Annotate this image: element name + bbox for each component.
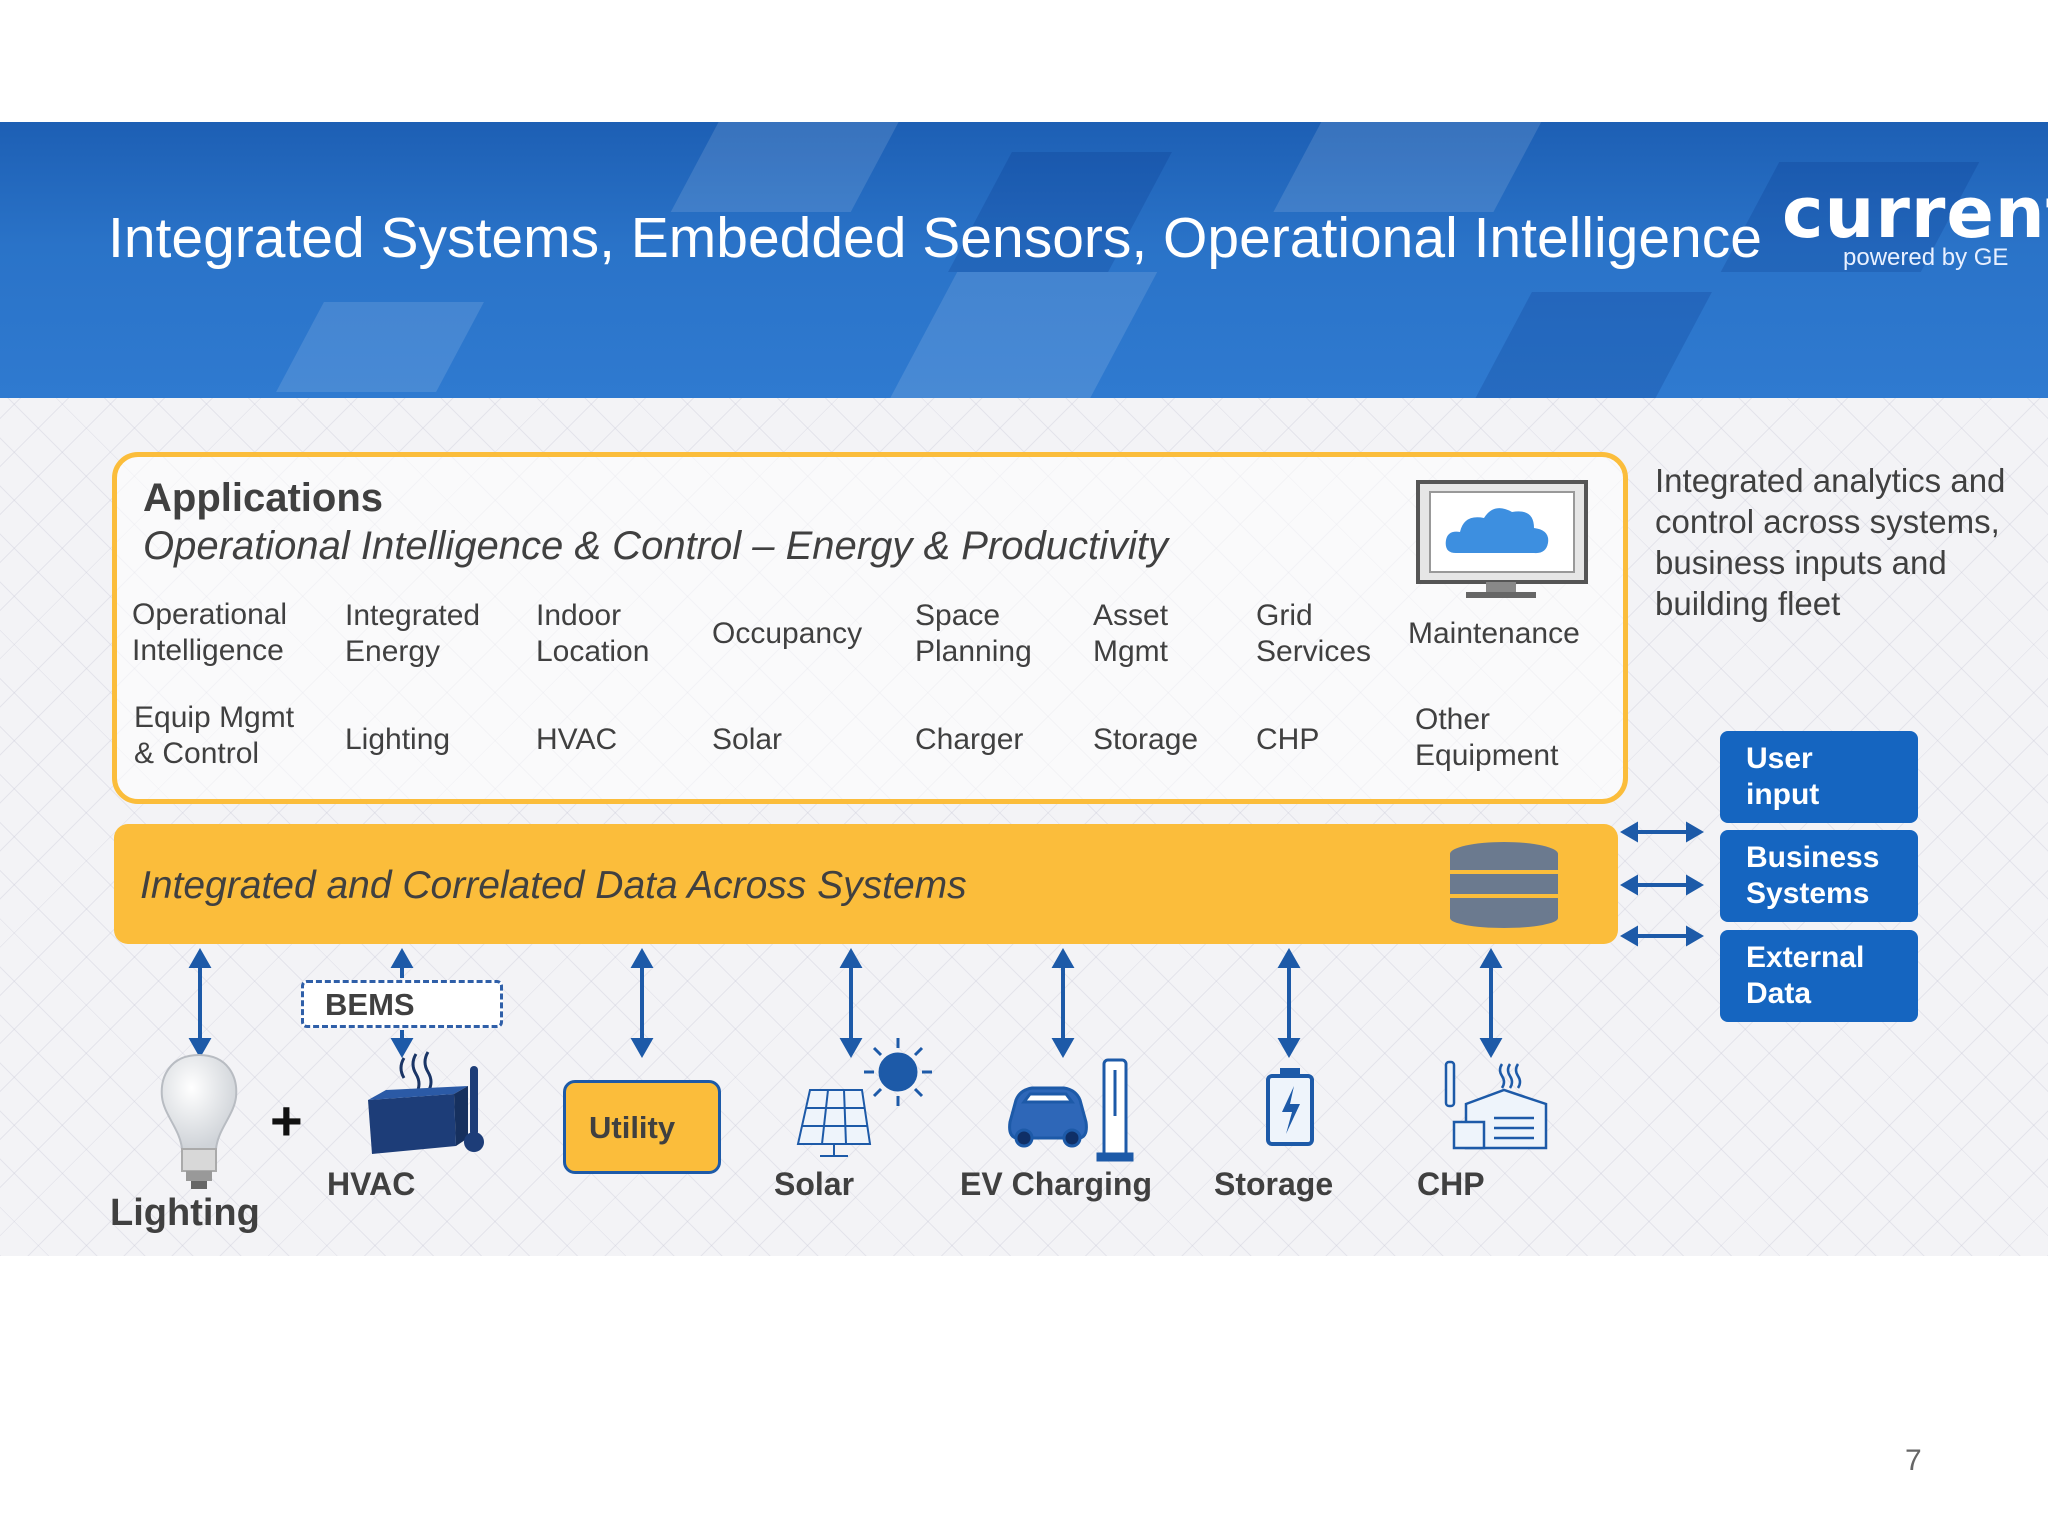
- integrated-data-bar: [114, 824, 1618, 944]
- app-hvac: HVAC: [536, 723, 618, 756]
- ev-charging-icon: [1008, 1058, 1134, 1162]
- solar-label: Solar: [774, 1166, 855, 1202]
- light-bulb-icon: [160, 1053, 238, 1189]
- page-title: Integrated Systems, Embedded Sensors, Op…: [108, 206, 1762, 270]
- app-storage: Storage: [1093, 723, 1199, 756]
- applications-panel: [112, 452, 1628, 804]
- app-lighting: Lighting: [345, 723, 451, 756]
- connector-arrows: [188, 947, 1503, 1059]
- applications-subtitle: Operational Intelligence & Control – Ene…: [143, 524, 1168, 568]
- external-data-button[interactable]: External Data: [1720, 930, 1918, 1022]
- storage-label: Storage: [1214, 1166, 1334, 1202]
- chp-label: CHP: [1417, 1166, 1485, 1202]
- chp-plant-icon: [1444, 1060, 1548, 1150]
- solar-panel-icon: [796, 1038, 932, 1157]
- hvac-unit-icon: [368, 1051, 484, 1154]
- bems-label: BEMS: [325, 987, 415, 1022]
- page-number: 7: [1905, 1444, 1922, 1477]
- app-solar: Solar: [712, 723, 783, 756]
- plus-sign: +: [270, 1089, 303, 1152]
- business-systems-button[interactable]: Business Systems: [1720, 830, 1918, 922]
- integrated-data-label: Integrated and Correlated Data Across Sy…: [140, 864, 967, 907]
- app-asset-mgmt: Asset Mgmt: [1093, 599, 1169, 668]
- brand-logo: current: [1782, 172, 2048, 254]
- applications-title: Applications: [143, 476, 384, 520]
- app-charger: Charger: [915, 723, 1024, 756]
- app-other-equipment: Other Equipment: [1415, 703, 1559, 772]
- database-icon: [1450, 842, 1558, 928]
- bidirectional-arrows: [1620, 821, 1704, 947]
- cloud-monitor-icon: [1416, 480, 1588, 598]
- battery-storage-icon: [1266, 1068, 1314, 1146]
- utility-box: [563, 1080, 721, 1174]
- app-grid-services: Grid Services: [1256, 599, 1372, 668]
- app-maintenance: Maintenance: [1408, 617, 1580, 650]
- lighting-label: Lighting: [110, 1192, 260, 1234]
- hvac-label: HVAC: [327, 1166, 416, 1202]
- ev-charging-label: EV Charging: [960, 1166, 1153, 1202]
- user-input-button[interactable]: User input: [1720, 731, 1918, 823]
- app-chp: CHP: [1256, 723, 1320, 756]
- app-indoor-location: Indoor Location: [536, 599, 650, 668]
- bems-box: [301, 980, 503, 1028]
- app-integrated-energy: Integrated Energy: [345, 599, 481, 668]
- brand-logo-subtitle: powered by GE: [1843, 244, 2009, 271]
- app-occupancy: Occupancy: [712, 617, 863, 650]
- app-space-planning: Space Planning: [915, 599, 1032, 668]
- header-banner: [0, 122, 2048, 398]
- app-operational-intelligence: Operational Intelligence: [132, 598, 288, 667]
- utility-label: Utility: [589, 1110, 676, 1145]
- side-description: Integrated analytics and control across …: [1655, 462, 2006, 622]
- app-equip-mgmt-control: Equip Mgmt & Control: [134, 701, 295, 770]
